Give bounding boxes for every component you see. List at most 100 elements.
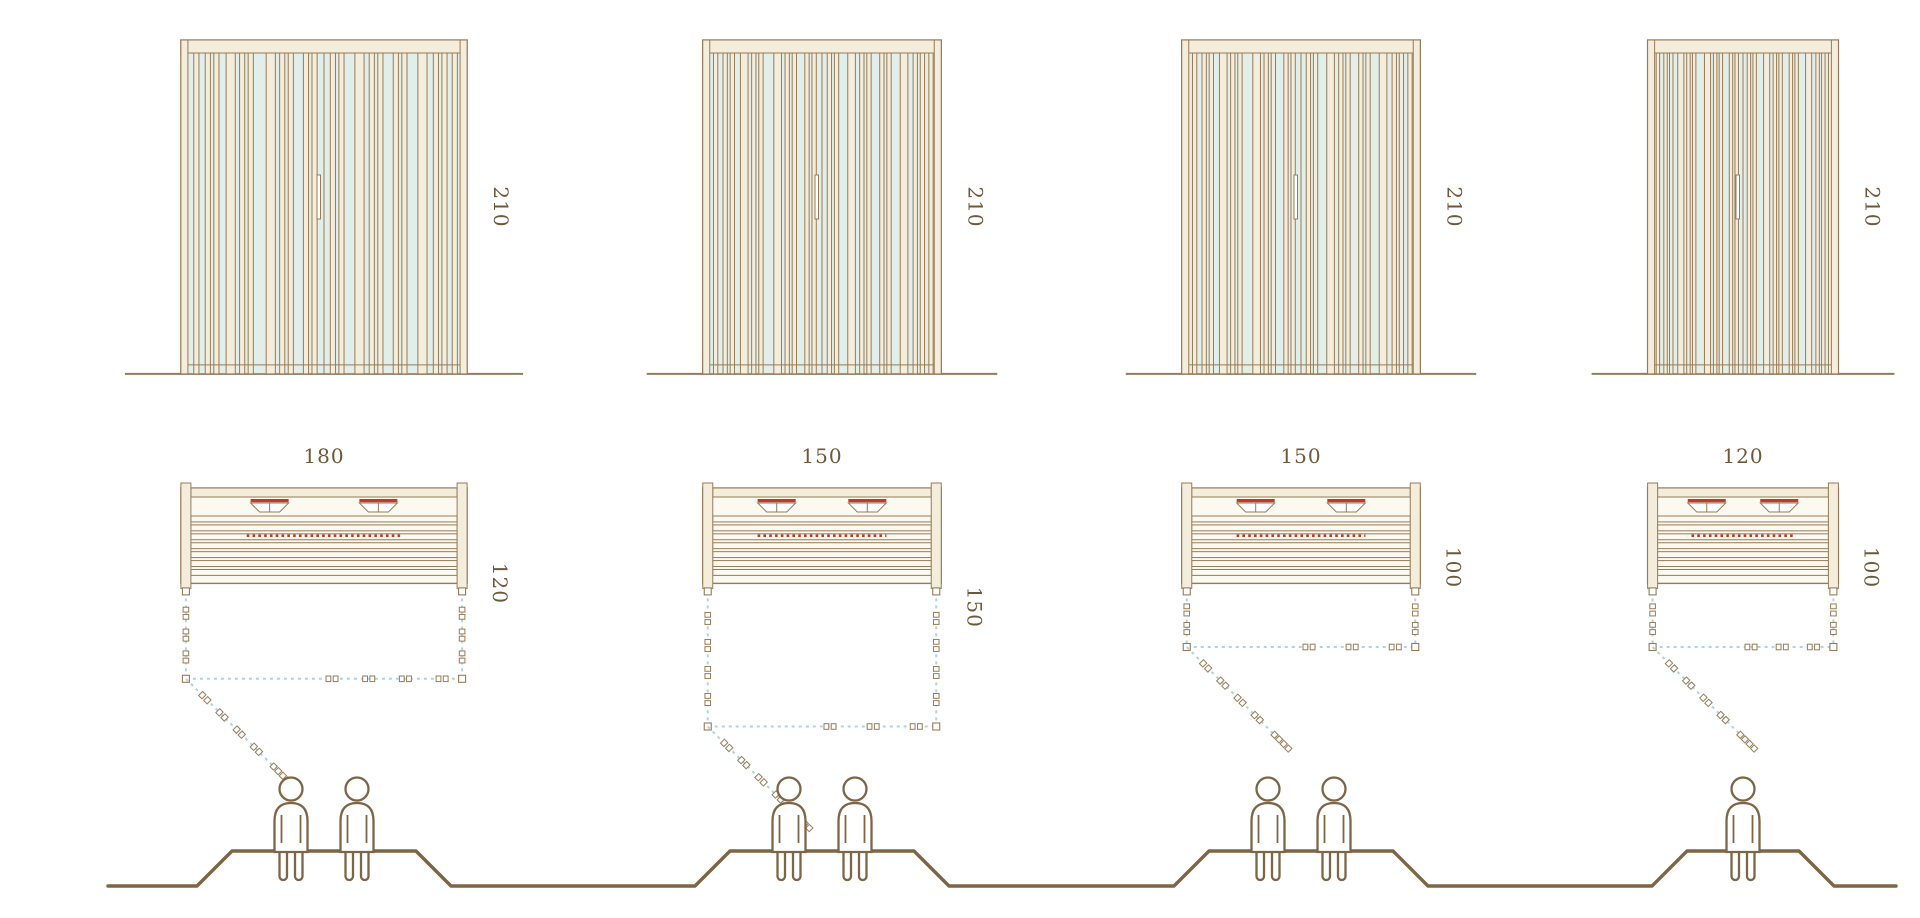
- door-panel-hinge: [362, 675, 376, 683]
- heater-element: [359, 499, 398, 503]
- door-panel-hinge: [1198, 658, 1213, 673]
- wood-slat: [368, 52, 375, 375]
- wood-slat: [1378, 52, 1388, 375]
- wood-slat: [287, 52, 294, 375]
- width-dimension-label: 180: [303, 444, 344, 468]
- frame-post: [703, 587, 712, 596]
- bench-slat: [1191, 542, 1411, 550]
- hinge-square: [1681, 676, 1691, 685]
- hinge-square: [1411, 610, 1419, 617]
- door-panel-hinge: [1183, 603, 1191, 617]
- hinge-square: [1250, 710, 1260, 720]
- hinge-square: [759, 777, 768, 787]
- wood-slat: [213, 52, 220, 375]
- person-head: [842, 776, 868, 802]
- wood-slat: [354, 52, 365, 375]
- back-wall: [1657, 487, 1829, 498]
- wood-slat: [1237, 52, 1243, 375]
- hinge-square: [1215, 676, 1225, 685]
- heater-vent-symbol: [358, 499, 399, 513]
- wood-slat: [1778, 52, 1783, 375]
- person-figure: [339, 776, 375, 882]
- wood-slat: [1407, 52, 1413, 375]
- heater-vent-symbol: [1759, 499, 1800, 513]
- wood-slat: [392, 52, 399, 375]
- hinge-square: [704, 692, 712, 699]
- hinge-square: [1751, 643, 1758, 651]
- bench-slat: [1657, 560, 1829, 567]
- wood-slat: [1712, 52, 1718, 375]
- frame-post: [458, 674, 467, 683]
- folded-panel: [1749, 744, 1759, 753]
- door-panel-hinge: [398, 675, 412, 683]
- person-figure: [771, 776, 807, 882]
- bench-slat: [190, 568, 458, 576]
- hinge-square: [1830, 610, 1837, 617]
- hinge-square: [1388, 643, 1395, 651]
- hinge-square: [1183, 629, 1191, 635]
- corner-post-left: [702, 39, 711, 375]
- wood-slat: [1772, 52, 1778, 375]
- hinge-square: [1198, 658, 1208, 668]
- folded-panel: [278, 771, 288, 781]
- hinge-square: [1721, 715, 1731, 725]
- wood-slat: [1252, 52, 1261, 375]
- side-wall-right: [456, 482, 468, 589]
- door-panel-hinge: [1744, 643, 1758, 651]
- person-torso: [1250, 801, 1286, 854]
- back-wall: [1191, 487, 1411, 498]
- side-wall-right: [930, 482, 942, 589]
- hinge-square: [1830, 621, 1837, 628]
- hinge-square: [237, 730, 247, 740]
- bench-slat: [1657, 515, 1829, 523]
- folded-panel: [1745, 739, 1754, 749]
- lintel-beam: [1647, 39, 1839, 54]
- hinge-square: [1704, 698, 1713, 708]
- corner-post-right: [459, 39, 468, 375]
- glass-enclosure-plan: [181, 587, 467, 785]
- heater-vent-symbol: [1686, 499, 1727, 513]
- door-panel-hinge: [1183, 621, 1191, 635]
- wood-slat: [1752, 52, 1757, 375]
- hinge-square: [704, 665, 712, 672]
- wood-slat: [1218, 52, 1228, 375]
- side-wall-left: [180, 482, 192, 589]
- hinge-square: [1669, 664, 1679, 673]
- hinge-square: [1806, 643, 1813, 651]
- hinge-square: [442, 675, 449, 683]
- hinge-square: [1395, 643, 1402, 651]
- folded-panel: [1283, 744, 1293, 753]
- hinge-square: [704, 646, 712, 652]
- bench-slat: [1191, 515, 1411, 523]
- hinge-square: [1716, 710, 1725, 720]
- door-panel-hinge: [754, 772, 768, 787]
- hinge-square: [1203, 664, 1213, 673]
- hinge-square: [1830, 603, 1837, 610]
- wood-slat: [919, 52, 926, 375]
- heater-element: [1760, 499, 1799, 503]
- width-dimension-label: 120: [1722, 444, 1763, 468]
- door-panel-hinge: [1215, 676, 1230, 691]
- frame-post: [1648, 587, 1657, 596]
- heater-element: [1327, 499, 1366, 503]
- wood-slat: [1821, 52, 1826, 375]
- door-panel-hinge: [1388, 643, 1402, 651]
- door-panel-hinge: [458, 606, 466, 620]
- bench-profile-line: [106, 849, 1898, 888]
- door-panel-hinge: [704, 665, 712, 679]
- door-panel-hinge: [704, 638, 712, 652]
- bench-slat: [190, 551, 458, 559]
- hinge-square: [202, 695, 212, 705]
- hinge-square: [932, 638, 940, 645]
- wood-slat: [193, 52, 200, 375]
- person-figure: [1725, 776, 1761, 882]
- hinge-square: [1411, 603, 1419, 610]
- bench-slat: [1657, 551, 1829, 559]
- door-panel-hinge: [197, 690, 212, 705]
- wood-slat: [866, 52, 872, 375]
- door-handle: [316, 174, 321, 220]
